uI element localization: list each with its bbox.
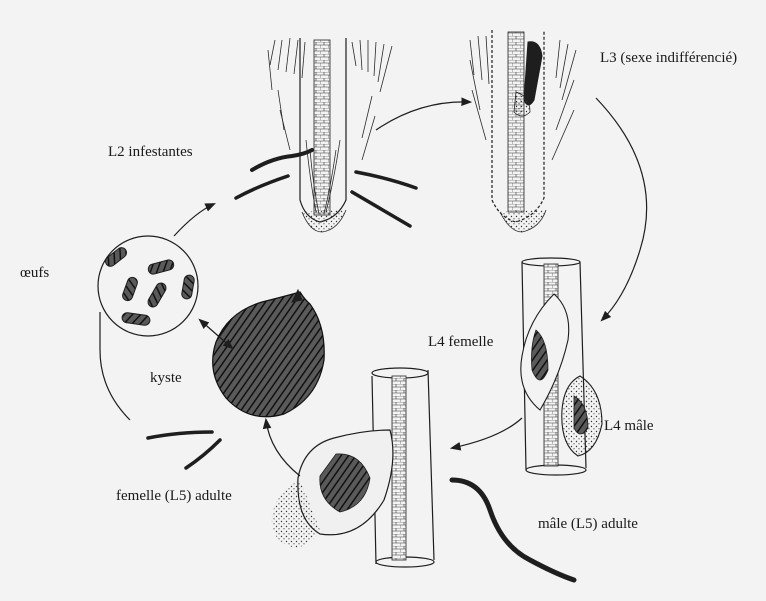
label-kyste: kyste: [150, 370, 182, 387]
root-segment-l4: [521, 258, 602, 475]
label-male-adulte: mâle (L5) adulte: [538, 516, 638, 533]
label-oeufs: œufs: [20, 265, 49, 282]
label-l4-male: L4 mâle: [604, 418, 654, 435]
root-tip-l3: [470, 30, 576, 232]
label-femelle-adulte: femelle (L5) adulte: [116, 488, 232, 505]
eggs-circle: [98, 236, 198, 336]
label-l2-infestantes: L2 infestantes: [108, 144, 193, 161]
cyst: [213, 290, 325, 417]
label-l3: L3 (sexe indifférencié): [600, 50, 737, 67]
label-l4-femelle: L4 femelle: [428, 334, 493, 351]
